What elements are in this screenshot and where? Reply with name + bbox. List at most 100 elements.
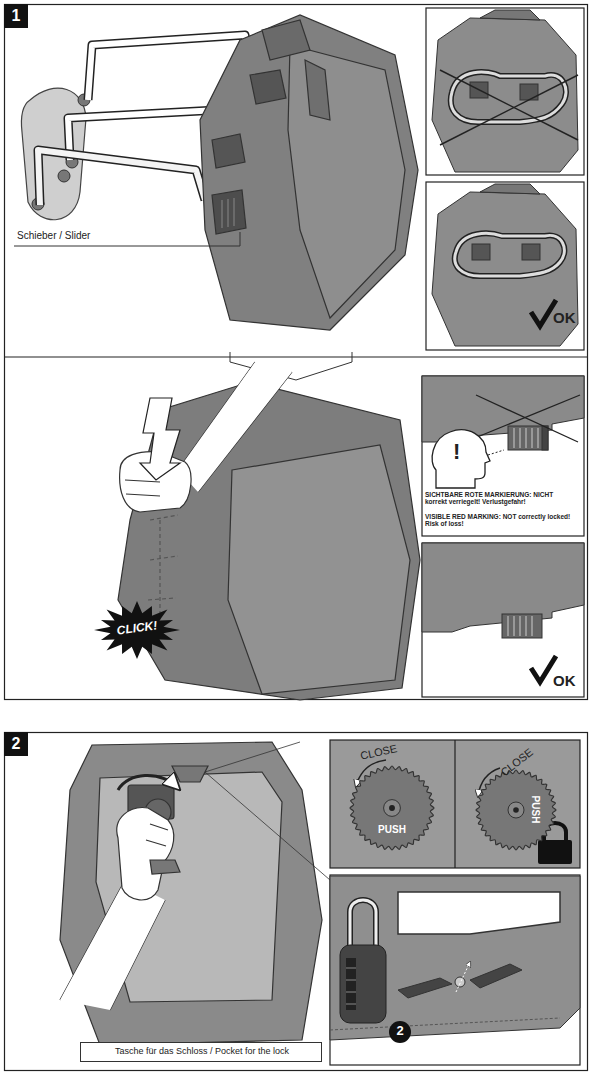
latch-ok xyxy=(422,543,584,682)
dial-hub xyxy=(384,800,401,817)
bag-back-wrong-part xyxy=(440,75,578,145)
dial-rim xyxy=(476,770,556,850)
panel-frame-part xyxy=(330,875,580,1065)
latch-warning-part xyxy=(422,376,584,442)
side-bag-part xyxy=(250,70,286,104)
warning-symbol: ! xyxy=(453,439,460,464)
padlock-part xyxy=(350,900,376,950)
lock-dial-text: PUSH xyxy=(530,796,541,824)
panel-frame-part xyxy=(454,740,455,868)
bag-back-wrong-part xyxy=(440,70,578,140)
bag-back-ok-part xyxy=(455,233,565,276)
panel-frame-part xyxy=(5,733,588,1071)
latch-warning-part xyxy=(514,428,538,448)
bag-back-wrong-part xyxy=(451,72,566,122)
dial-rim xyxy=(350,766,434,850)
lock-dial-text: PUSH xyxy=(372,824,412,835)
open-bag-part xyxy=(60,880,165,1010)
bag-back-ok-part xyxy=(531,300,556,326)
step-number-text: 2 xyxy=(4,735,28,753)
padlock-part xyxy=(346,968,356,1004)
burst-shape xyxy=(94,601,180,659)
side-bag-part xyxy=(222,198,234,228)
panel-frame-part xyxy=(4,356,588,357)
open-bag-part xyxy=(60,880,165,1010)
step-number: 2 xyxy=(4,732,28,756)
open-bag-part xyxy=(60,742,322,1045)
dial-hub xyxy=(508,802,524,818)
side-bag-part xyxy=(212,134,245,168)
latch-warning-part xyxy=(542,426,548,450)
side-bag-mounting-part xyxy=(118,382,420,700)
open-bag-part xyxy=(146,824,168,846)
side-bag xyxy=(200,15,418,330)
latch-warning-part xyxy=(432,430,490,488)
side-bag-mounting-part xyxy=(148,515,178,620)
dial-hub xyxy=(513,807,519,813)
open-bag-part xyxy=(118,775,178,790)
lock-dial-outline xyxy=(476,770,556,850)
latch-warning-part xyxy=(488,450,504,455)
bag-back-ok xyxy=(432,184,578,346)
leader-line-part xyxy=(205,772,330,880)
callout-number-text: 2 xyxy=(389,1024,411,1038)
lid-detail-part xyxy=(330,876,580,1040)
lid-detail-part xyxy=(456,962,470,992)
caption-box: Tasche für das Schloss / Pocket for the … xyxy=(80,1042,322,1062)
side-bag-part xyxy=(212,190,246,234)
bag-back-ok-part xyxy=(432,192,578,346)
lid-detail-part xyxy=(455,977,465,987)
lock-dial: CLOSEPUSH xyxy=(476,770,556,850)
open-bag-part xyxy=(150,860,180,874)
open-bag-part xyxy=(172,766,208,782)
leader-line-part xyxy=(205,742,300,772)
padlock-part xyxy=(350,900,376,950)
bag-back-wrong-part xyxy=(480,10,540,20)
warning-text: SICHTBARE ROTE MARKIERUNG: NICHT korrekt… xyxy=(425,491,577,506)
panel-frame-part xyxy=(426,182,584,350)
callout-number: 2 xyxy=(389,1021,411,1043)
ok-mark: OK xyxy=(553,309,576,326)
lid-detail-part xyxy=(398,892,560,934)
side-bag-mounting-part xyxy=(178,362,292,492)
padlock xyxy=(340,900,386,1023)
caption-box-text: Tasche für das Schloss / Pocket for the … xyxy=(81,1047,323,1057)
bag-back-ok-part xyxy=(480,184,540,194)
open-bag xyxy=(60,742,322,1045)
step-number: 1 xyxy=(4,4,28,28)
padlock-part xyxy=(346,958,356,1010)
lock-dial-text: CLOSE xyxy=(359,742,398,762)
step-number-text: 1 xyxy=(4,7,28,25)
bag-back-wrong xyxy=(432,10,578,172)
side-bag-part xyxy=(262,20,310,60)
lock-dial: CLOSEPUSH xyxy=(350,766,434,850)
side-bag-mounting-part xyxy=(228,445,410,694)
bag-back-ok-part xyxy=(455,233,565,276)
bag-back-wrong-part xyxy=(432,18,578,172)
side-bag-mounting-part xyxy=(125,480,160,496)
bag-back-ok-part xyxy=(522,244,540,260)
latch-ok-part xyxy=(502,614,542,638)
panel-frame-part xyxy=(422,376,584,536)
leader-line xyxy=(205,742,330,880)
lock-icon-part xyxy=(538,840,572,864)
side-bag-mounting-part xyxy=(178,362,292,492)
lid-detail xyxy=(330,876,580,1040)
lid-detail-part xyxy=(470,964,522,988)
dial-hub xyxy=(389,805,395,811)
side-bag-mounting-part xyxy=(140,398,180,480)
bag-back-ok-part xyxy=(472,244,490,260)
bag-back-wrong-part xyxy=(520,84,538,100)
panel-frame xyxy=(4,5,588,1071)
ok-mark: OK xyxy=(553,672,576,689)
bag-back-wrong-part xyxy=(451,72,566,122)
mounting-rail-part xyxy=(38,150,205,205)
padlock-part xyxy=(340,945,386,1023)
panel-frame-part xyxy=(422,543,584,697)
side-bag-part xyxy=(288,45,405,318)
latch-warning-part xyxy=(508,426,548,450)
